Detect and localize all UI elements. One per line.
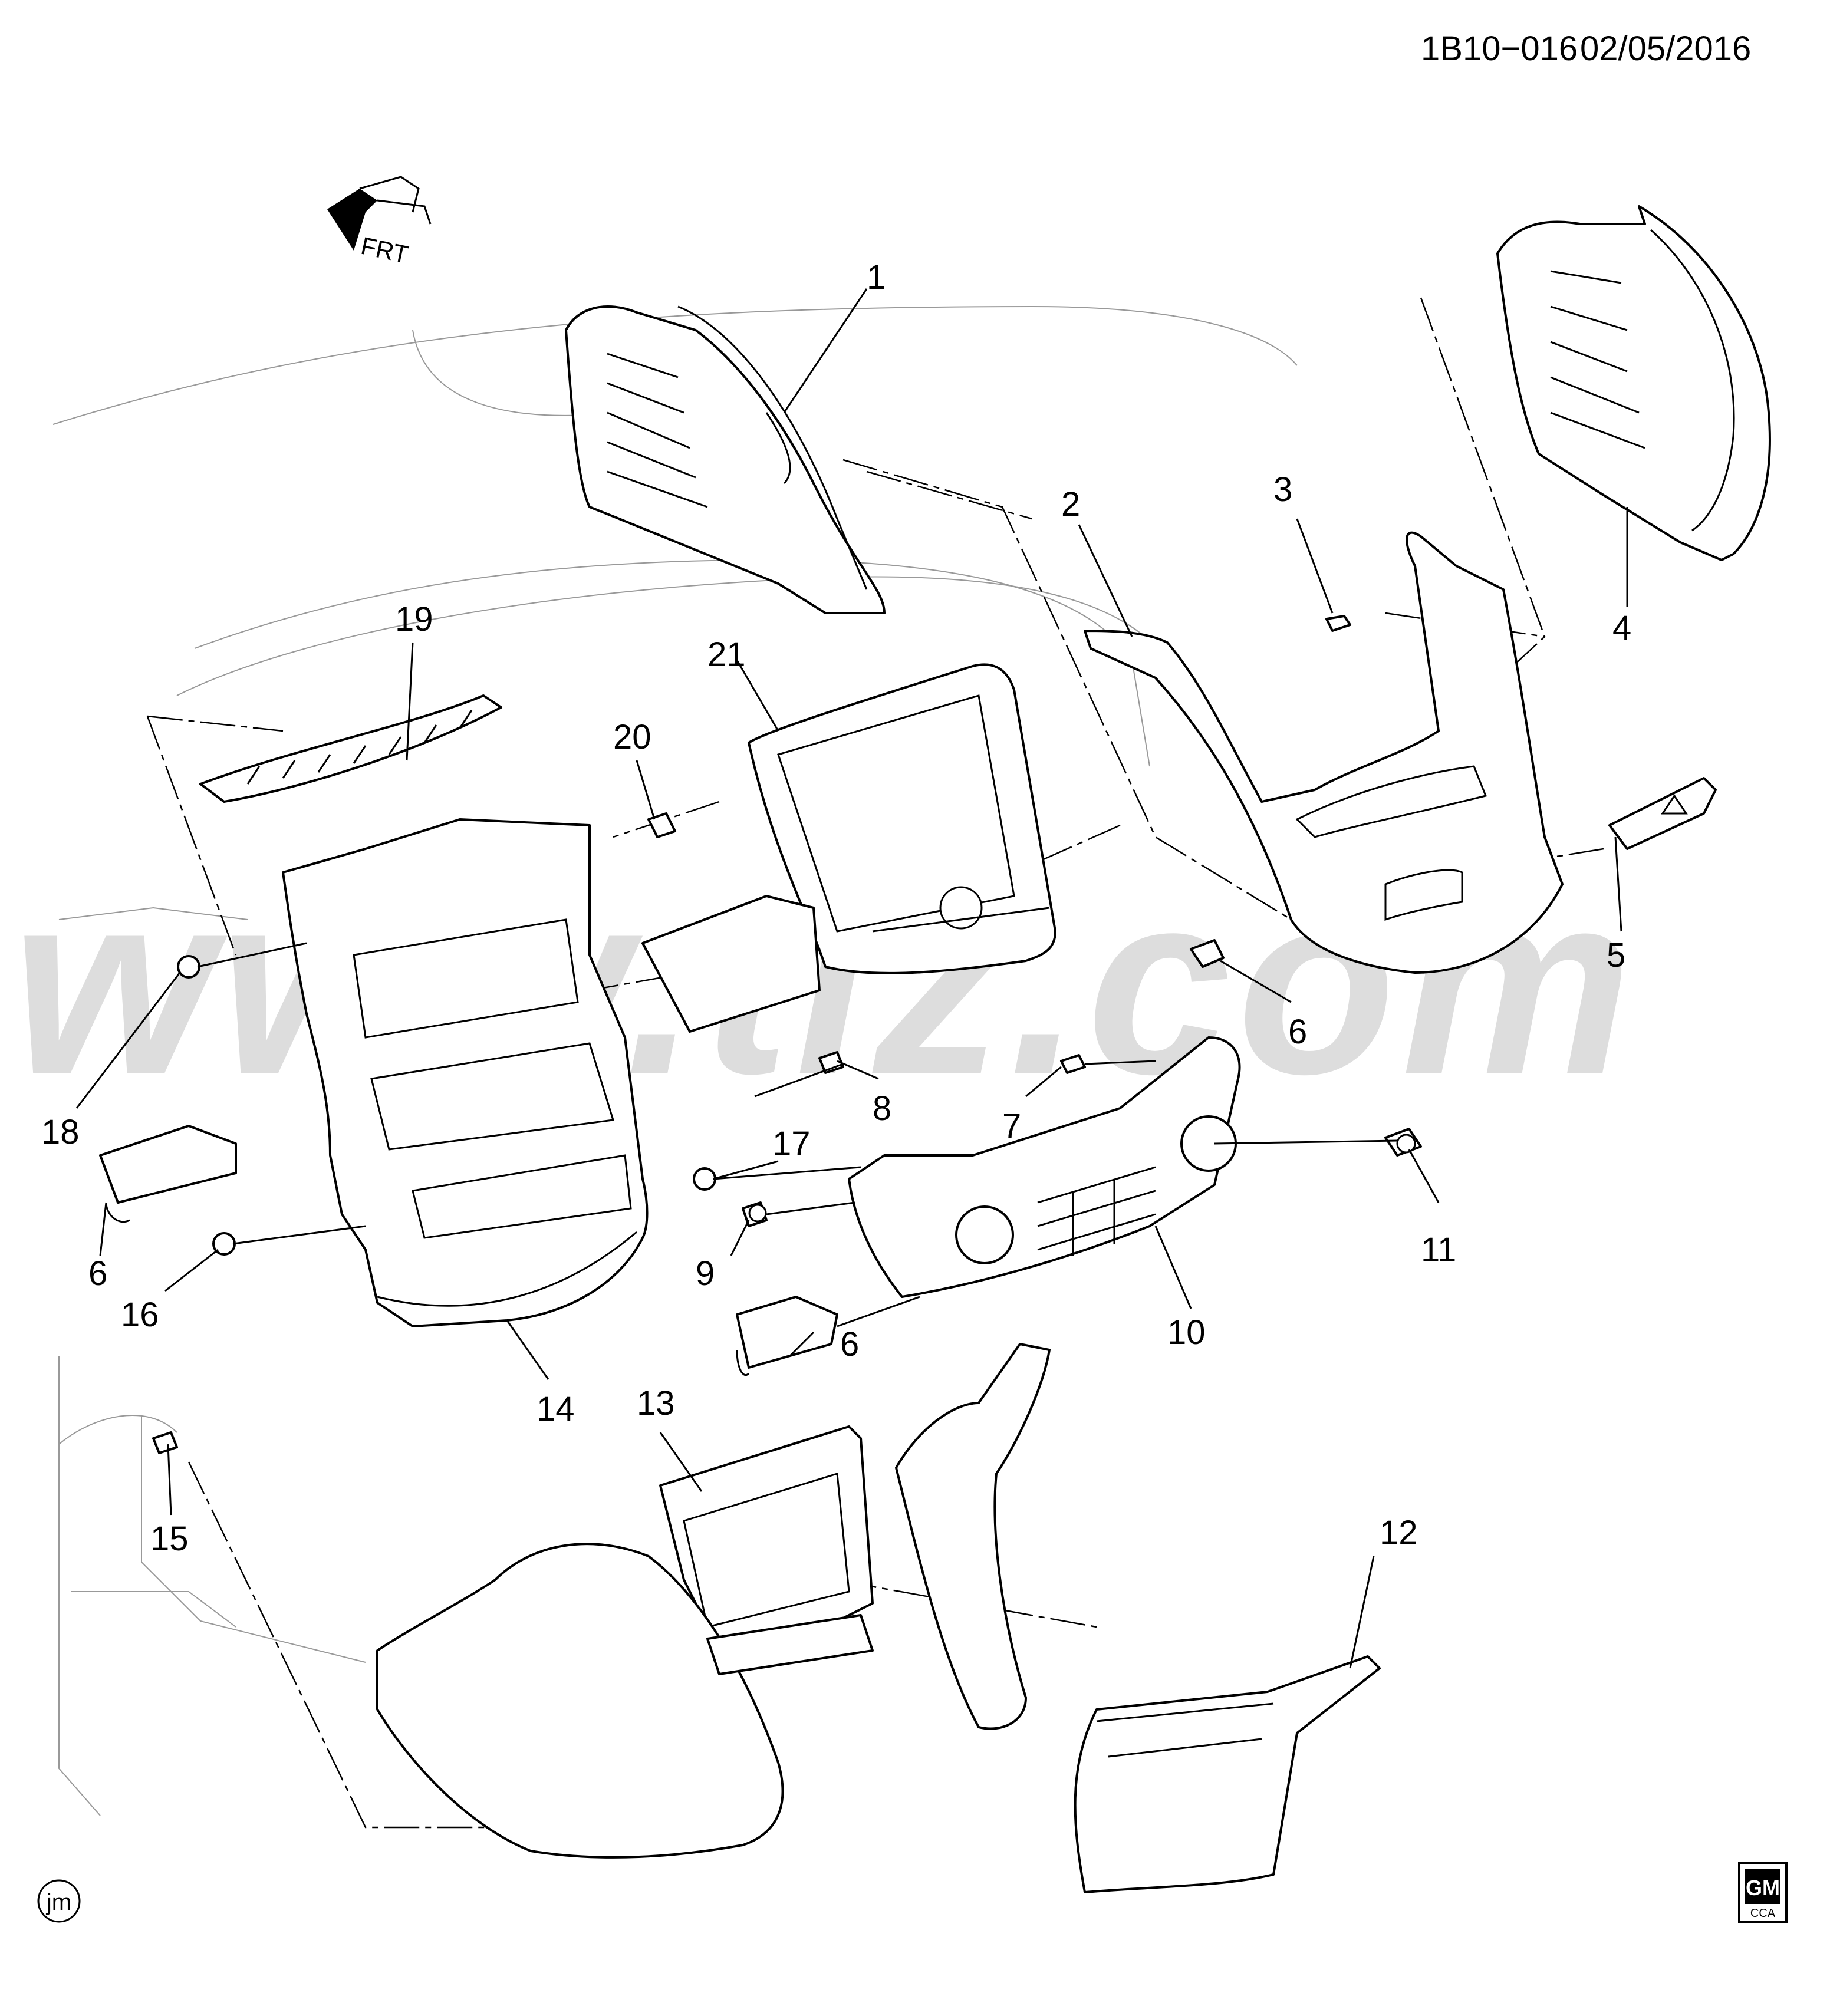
callout-8: 8: [873, 1089, 891, 1128]
part-11-screw: [1384, 1128, 1422, 1157]
artist-initials-badge: jm: [37, 1879, 81, 1923]
part-14-radio-bracket: [282, 818, 649, 1327]
leader-lines: [75, 288, 1628, 1669]
callout-4: 4: [1612, 609, 1631, 647]
part-15-clip: [152, 1431, 178, 1454]
part-9-screw: [742, 1201, 768, 1227]
callout-1: 1: [867, 258, 886, 297]
part-1-left-air-outlet: [565, 305, 886, 614]
callout-17: 17: [772, 1125, 811, 1163]
temp-knob-left: [955, 1205, 1014, 1264]
hazard-triangle-icon: [1661, 794, 1688, 815]
part-6-connector-left: [99, 1125, 237, 1223]
part-17-nut: [693, 1167, 716, 1191]
callout-6-left: 6: [88, 1254, 107, 1293]
diagram-date: 02/05/2016: [1580, 29, 1751, 68]
gm-logo: GM CCA: [1738, 1862, 1788, 1923]
diagram-id: 1B10−016: [1421, 29, 1578, 68]
part-2-center-trim-plate: [1084, 531, 1564, 974]
callout-20: 20: [613, 718, 651, 756]
part-12-lower-right-trim: [1074, 1655, 1381, 1893]
callout-7: 7: [1002, 1107, 1021, 1145]
gm-logo-text: GM: [1746, 1876, 1780, 1900]
callout-6-upper: 6: [1288, 1013, 1307, 1051]
part-7-clip: [1060, 1054, 1086, 1074]
part-6-connector-lower: [736, 1296, 838, 1376]
part-21-display-screen: [641, 663, 1056, 1033]
callout-3: 3: [1273, 470, 1292, 509]
front-label: FRT: [358, 232, 411, 269]
callouts: 1 2 3 4 5 6 6 6 7 8 9 10 11 12 13 14 15 …: [41, 258, 1631, 1558]
callout-16: 16: [121, 1296, 159, 1334]
callout-12: 12: [1380, 1514, 1418, 1552]
callout-2: 2: [1061, 485, 1080, 523]
part-20-clip: [647, 812, 676, 838]
fastener-lines: [197, 942, 1398, 1327]
front-direction-arrow-icon: FRT: [327, 176, 432, 269]
callout-5: 5: [1607, 936, 1625, 974]
part-6-clip-upper-right: [1190, 939, 1225, 968]
callout-19: 19: [395, 600, 433, 638]
callout-18: 18: [41, 1113, 80, 1151]
part-8-clip: [818, 1051, 844, 1074]
part-3-clip: [1325, 615, 1351, 632]
part-13-lower-trim: [376, 1343, 1051, 1859]
callout-21: 21: [707, 635, 746, 674]
callout-10: 10: [1167, 1313, 1206, 1352]
callout-9: 9: [696, 1254, 715, 1293]
part-5-hazard-switch: [1608, 777, 1717, 850]
callout-13: 13: [637, 1384, 675, 1422]
part-19-defroster-grille: [199, 694, 502, 803]
callout-6-lower: 6: [840, 1325, 859, 1363]
gm-logo-subtext: CCA: [1750, 1907, 1776, 1920]
part-10-climate-control: [848, 1036, 1241, 1298]
callout-14: 14: [537, 1390, 575, 1428]
callout-15: 15: [150, 1520, 189, 1558]
part-4-right-air-outlet: [1496, 205, 1771, 561]
callout-11: 11: [1421, 1231, 1456, 1269]
part-18-screw: [177, 955, 200, 979]
artist-initials: jm: [46, 1889, 71, 1915]
